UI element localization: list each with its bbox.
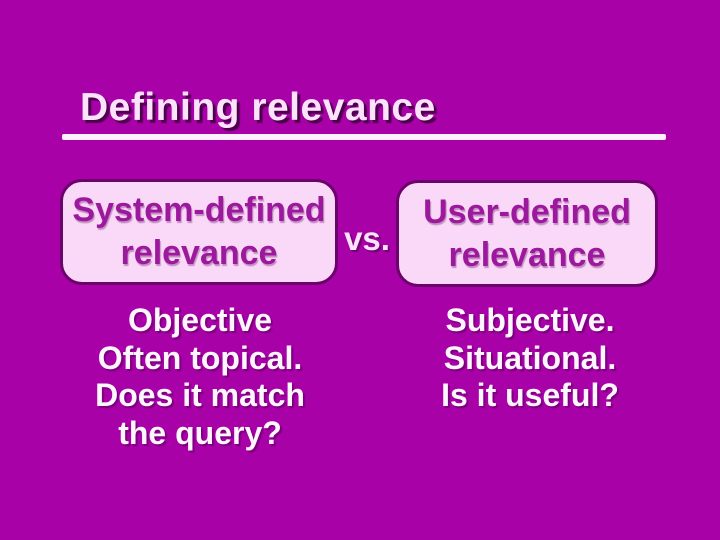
system-notes-line: Often topical.	[97, 339, 303, 376]
system-defined-box: System-defined relevance	[60, 179, 338, 285]
user-defined-notes: Subjective. Situational. Is it useful?	[398, 302, 662, 415]
system-defined-box-line1: System-defined	[72, 191, 326, 229]
system-notes-line: the query?	[118, 414, 282, 451]
system-notes-line: Objective	[127, 302, 273, 338]
versus-label: vs.	[344, 220, 390, 257]
slide-title: Defining relevance	[80, 86, 436, 129]
user-defined-box-line1: User-defined	[423, 192, 631, 231]
user-defined-box: User-defined relevance	[396, 180, 658, 287]
user-notes-line: Is it useful?	[441, 377, 619, 413]
user-notes-line: Subjective.	[445, 302, 615, 338]
system-defined-notes: Objective Often topical. Does it match t…	[58, 302, 342, 452]
system-defined-box-line2: relevance	[120, 234, 278, 272]
user-notes-line: Situational.	[443, 339, 617, 376]
title-underline	[62, 134, 666, 140]
user-defined-box-line2: relevance	[448, 235, 606, 274]
system-notes-line: Does it match	[95, 377, 305, 413]
